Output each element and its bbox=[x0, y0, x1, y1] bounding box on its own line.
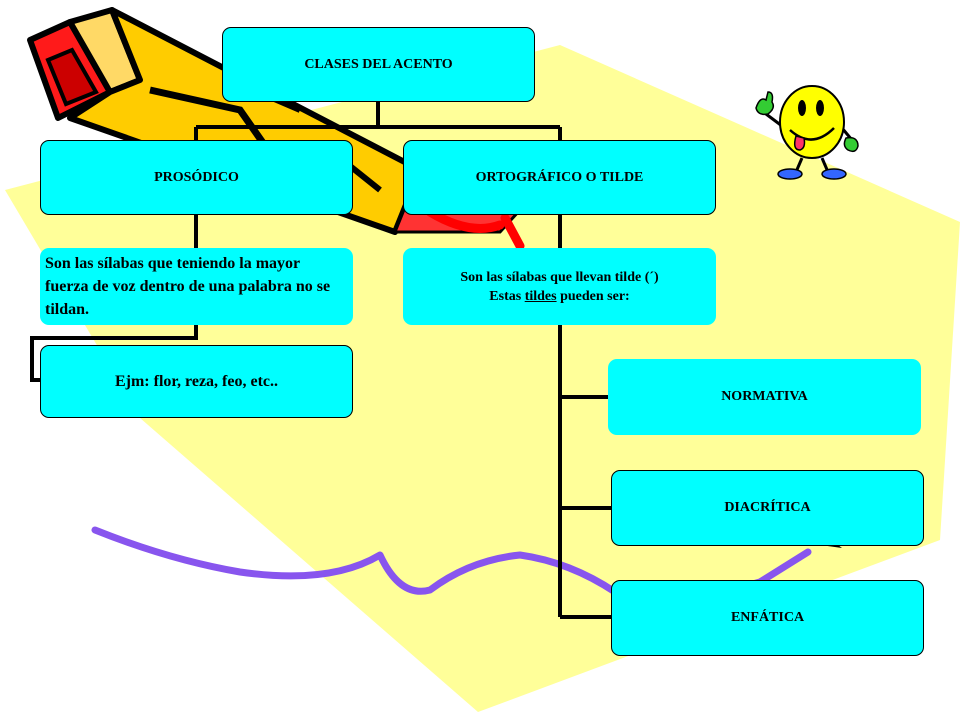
node-enfatica: ENFÁTICA bbox=[611, 580, 924, 656]
node-diacritica-label: DIACRÍTICA bbox=[724, 500, 811, 515]
node-prosodico-label: PROSÓDICO bbox=[154, 169, 239, 185]
ortografico-description-line2: Estas tildes pueden ser: bbox=[489, 287, 629, 306]
prosodico-example-text: Ejm: flor, reza, feo, etc.. bbox=[114, 372, 279, 390]
node-normativa-label: NORMATIVA bbox=[721, 389, 808, 404]
diagram-connectors bbox=[30, 102, 611, 619]
line2-pre: Estas bbox=[489, 288, 525, 304]
node-normativa: NORMATIVA bbox=[608, 359, 921, 435]
line2-post: pueden ser: bbox=[556, 288, 630, 304]
root-node-label: CLASES DEL ACENTO bbox=[304, 56, 453, 72]
node-enfatica-label: ENFÁTICA bbox=[730, 610, 805, 625]
node-ortografico-label: ORTOGRÁFICO O TILDE bbox=[475, 169, 644, 185]
smiley-icon bbox=[755, 85, 859, 180]
line2-underlined: tildes bbox=[524, 288, 557, 304]
root-node-clases-del-acento: CLASES DEL ACENTO bbox=[222, 27, 535, 102]
ortografico-description-line1: Son las sílabas que llevan tilde (´) bbox=[460, 269, 659, 285]
node-prosodico: PROSÓDICO bbox=[40, 140, 353, 215]
node-prosodico-example: Ejm: flor, reza, feo, etc.. bbox=[40, 345, 353, 418]
prosodico-description-text: Son las sílabas que teniendo la mayor fu… bbox=[45, 255, 331, 318]
node-ortografico-description: Son las sílabas que llevan tilde (´) Est… bbox=[403, 248, 716, 325]
node-ortografico: ORTOGRÁFICO O TILDE bbox=[403, 140, 716, 215]
node-diacritica: DIACRÍTICA bbox=[611, 470, 924, 546]
node-prosodico-description: Son las sílabas que teniendo la mayor fu… bbox=[40, 248, 353, 325]
